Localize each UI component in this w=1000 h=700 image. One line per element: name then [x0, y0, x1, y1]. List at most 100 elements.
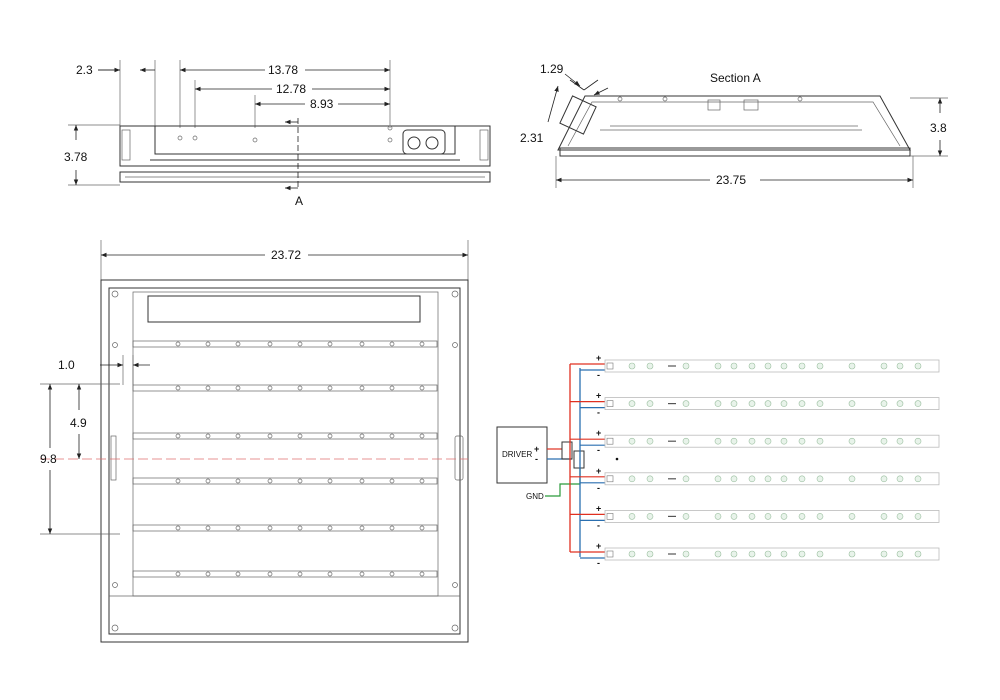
led-dot — [848, 475, 856, 483]
led-dot — [764, 400, 772, 407]
led-dot — [816, 362, 824, 370]
dim-2-31: 2.31 — [520, 131, 544, 145]
led-dot — [798, 550, 806, 558]
led-dot — [646, 475, 654, 483]
negative-junction — [573, 450, 585, 469]
strip-plus: + — [596, 353, 601, 363]
dim-9-8: 9.8 — [40, 452, 57, 466]
positive-junction — [561, 441, 573, 460]
led-dot — [682, 475, 690, 483]
plan-strip — [132, 524, 438, 532]
dim-13-78: 13.78 — [268, 63, 298, 77]
led-dot — [896, 362, 904, 370]
led-dot — [748, 550, 756, 558]
led-dot — [798, 362, 806, 370]
led-dot — [730, 437, 738, 445]
led-dot — [646, 400, 654, 407]
led-dot — [914, 513, 922, 520]
section-title: Section A — [710, 71, 761, 85]
plan-strip — [132, 570, 438, 578]
wiring-diagram: DRIVER + - GND — [496, 364, 619, 557]
led-dot — [880, 362, 888, 370]
wire-strips: +-+-+-+-+-+- — [570, 353, 940, 568]
section-marker-a: A — [295, 194, 303, 208]
led-dot — [682, 513, 690, 520]
led-dot — [880, 400, 888, 407]
led-dot — [848, 513, 856, 520]
led-dot — [748, 437, 756, 445]
led-dot — [780, 513, 788, 520]
dim-23-75: 23.75 — [716, 173, 746, 187]
led-dot — [764, 437, 772, 445]
led-dot — [798, 437, 806, 445]
strip-minus: - — [597, 483, 600, 493]
led-dot — [628, 513, 636, 520]
driver-plus: + — [534, 444, 539, 454]
led-dot — [714, 400, 722, 407]
led-dot — [682, 362, 690, 370]
strip-minus: - — [597, 445, 600, 455]
dim-23-72: 23.72 — [271, 248, 301, 262]
led-dot — [780, 400, 788, 407]
led-dot — [914, 437, 922, 445]
led-dot — [730, 550, 738, 558]
led-dot — [646, 362, 654, 370]
section-view: Section A 1.29 2.31 3.8 23.75 — [520, 62, 948, 188]
led-dot — [628, 400, 636, 407]
plan-strip — [132, 384, 438, 392]
led-dot — [914, 550, 922, 558]
led-dot — [730, 400, 738, 407]
section-outline — [557, 95, 911, 151]
led-dot — [682, 400, 690, 407]
plan-frame — [100, 279, 469, 643]
led-dot — [816, 550, 824, 558]
led-dot — [714, 475, 722, 483]
driver-minus: - — [535, 454, 538, 464]
led-dot — [848, 362, 856, 370]
dim-1-29: 1.29 — [540, 62, 564, 76]
plan-strip — [132, 340, 438, 348]
led-dot — [896, 437, 904, 445]
section-driver-box — [559, 95, 597, 135]
dim-8-93: 8.93 — [310, 97, 334, 111]
led-dot — [780, 362, 788, 370]
strip-minus: - — [597, 370, 600, 380]
led-dot — [646, 550, 654, 558]
led-dot — [880, 550, 888, 558]
strip-plus: + — [596, 428, 601, 438]
led-dot — [714, 513, 722, 520]
led-dot — [730, 475, 738, 483]
led-strip — [604, 359, 940, 373]
led-dot — [748, 475, 756, 483]
led-dot — [896, 400, 904, 407]
strip-plus: + — [596, 466, 601, 476]
led-dot — [816, 400, 824, 407]
strip-minus: - — [597, 408, 600, 418]
plan-strip — [132, 432, 438, 440]
led-dot — [880, 513, 888, 520]
led-dot — [798, 400, 806, 407]
dim-2-3: 2.3 — [76, 63, 93, 77]
driver-label: DRIVER — [502, 450, 532, 459]
connector-block — [402, 129, 446, 155]
led-dot — [914, 362, 922, 370]
led-strip — [604, 397, 940, 411]
led-dot — [848, 400, 856, 407]
strip-plus: + — [596, 503, 601, 513]
led-dot — [880, 437, 888, 445]
strip-minus: - — [597, 558, 600, 568]
dim-1-0: 1.0 — [58, 358, 75, 372]
front-view: 2.3 13.78 12.78 8.93 3.78 A — [64, 60, 491, 208]
led-dot — [714, 437, 722, 445]
led-dot — [848, 550, 856, 558]
dim-3-8: 3.8 — [930, 121, 947, 135]
strip-minus: - — [597, 520, 600, 530]
led-dot — [780, 550, 788, 558]
plan-strip — [132, 477, 438, 485]
led-dot — [896, 550, 904, 558]
led-strip — [604, 509, 940, 523]
led-dot — [714, 362, 722, 370]
dim-12-78: 12.78 — [276, 82, 306, 96]
led-dot — [780, 475, 788, 483]
led-dot — [816, 437, 824, 445]
